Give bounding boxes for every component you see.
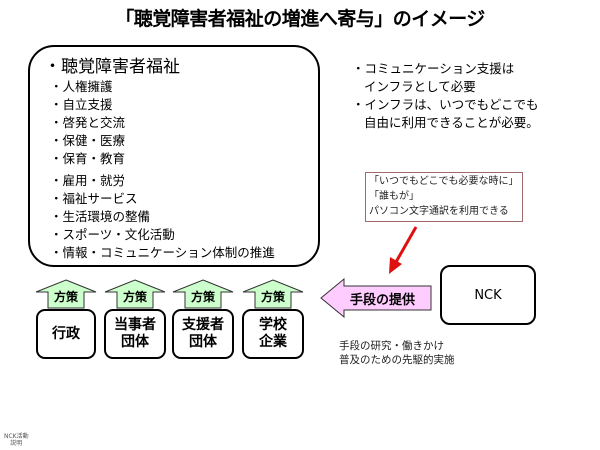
- welfare-item: ・保育・教育: [50, 151, 126, 166]
- policy-arrow: 方策: [172, 279, 234, 309]
- org-label: 行政: [52, 325, 80, 342]
- nck-note-line: 普及のための先駆的実施: [339, 354, 455, 366]
- footer-line: 説明: [10, 440, 23, 447]
- policy-label: 方策: [260, 290, 285, 304]
- infrastructure-note: ・コミュニケーション支援は インフラとして必要 ・インフラは、いつでもどこでも …: [352, 60, 539, 132]
- org-box-supporter-groups: 支援者団体: [172, 309, 234, 359]
- callout-line: 「いつでもどこでも必要な時に」: [369, 176, 519, 187]
- welfare-item: ・スポーツ・文化活動: [50, 227, 175, 242]
- org-box-government: 行政: [36, 309, 96, 359]
- nck-note-line: 手段の研究・働きかけ: [339, 340, 444, 352]
- note-line: 自由に利用できることが必要。: [364, 115, 539, 130]
- welfare-item: ・保健・医療: [50, 133, 126, 148]
- welfare-item: ・雇用・就労: [50, 173, 126, 188]
- policy-arrow: 方策: [104, 279, 166, 309]
- policy-label: 方策: [53, 290, 78, 304]
- welfare-item: ・啓発と交流: [50, 115, 126, 130]
- nck-box: NCK: [440, 265, 536, 325]
- org-label: 団体: [189, 334, 217, 350]
- provide-label: 手段の提供: [350, 293, 416, 308]
- page-title: 「聴覚障害者福祉の増進へ寄与」のイメージ: [115, 8, 485, 30]
- welfare-item: ・生活環境の整備: [50, 209, 151, 224]
- note-line: インフラとして必要: [364, 79, 476, 94]
- org-label: 団体: [121, 334, 149, 350]
- org-label: 学校: [259, 317, 287, 333]
- nck-note: 手段の研究・働きかけ 普及のための先駆的実施: [339, 339, 455, 367]
- org-label: 支援者: [182, 317, 224, 333]
- org-label: 当事者: [114, 317, 156, 333]
- policy-arrow: 方策: [242, 279, 304, 309]
- org-label: 企業: [259, 334, 287, 350]
- welfare-box: [28, 45, 320, 267]
- welfare-item: ・人権擁護: [50, 79, 113, 94]
- welfare-heading: ・聴覚障害者福祉: [44, 57, 180, 77]
- callout-box: 「いつでもどこでも必要な時に」 「誰もが」 パソコン文字通訳を利用できる: [365, 172, 523, 222]
- callout-line: 「誰もが」: [369, 191, 419, 202]
- provide-means-arrow: 手段の提供: [320, 277, 432, 319]
- welfare-item: ・自立支援: [50, 97, 113, 112]
- welfare-item: ・福祉サービス: [50, 191, 138, 206]
- footer-line: NCK活動: [4, 433, 29, 440]
- note-line: ・コミュニケーション支援は: [352, 61, 515, 76]
- policy-label: 方策: [122, 290, 147, 304]
- welfare-item: ・情報・コミュニケーション体制の推進: [50, 245, 275, 260]
- policy-label: 方策: [190, 290, 215, 304]
- policy-arrow: 方策: [35, 279, 97, 309]
- footer-label: NCK活動 説明: [4, 433, 29, 447]
- callout-line: パソコン文字通訳を利用できる: [369, 206, 509, 217]
- note-line: ・インフラは、いつでもどこでも: [352, 97, 539, 112]
- org-box-schools-companies: 学校企業: [242, 309, 304, 359]
- org-box-party-groups: 当事者団体: [104, 309, 166, 359]
